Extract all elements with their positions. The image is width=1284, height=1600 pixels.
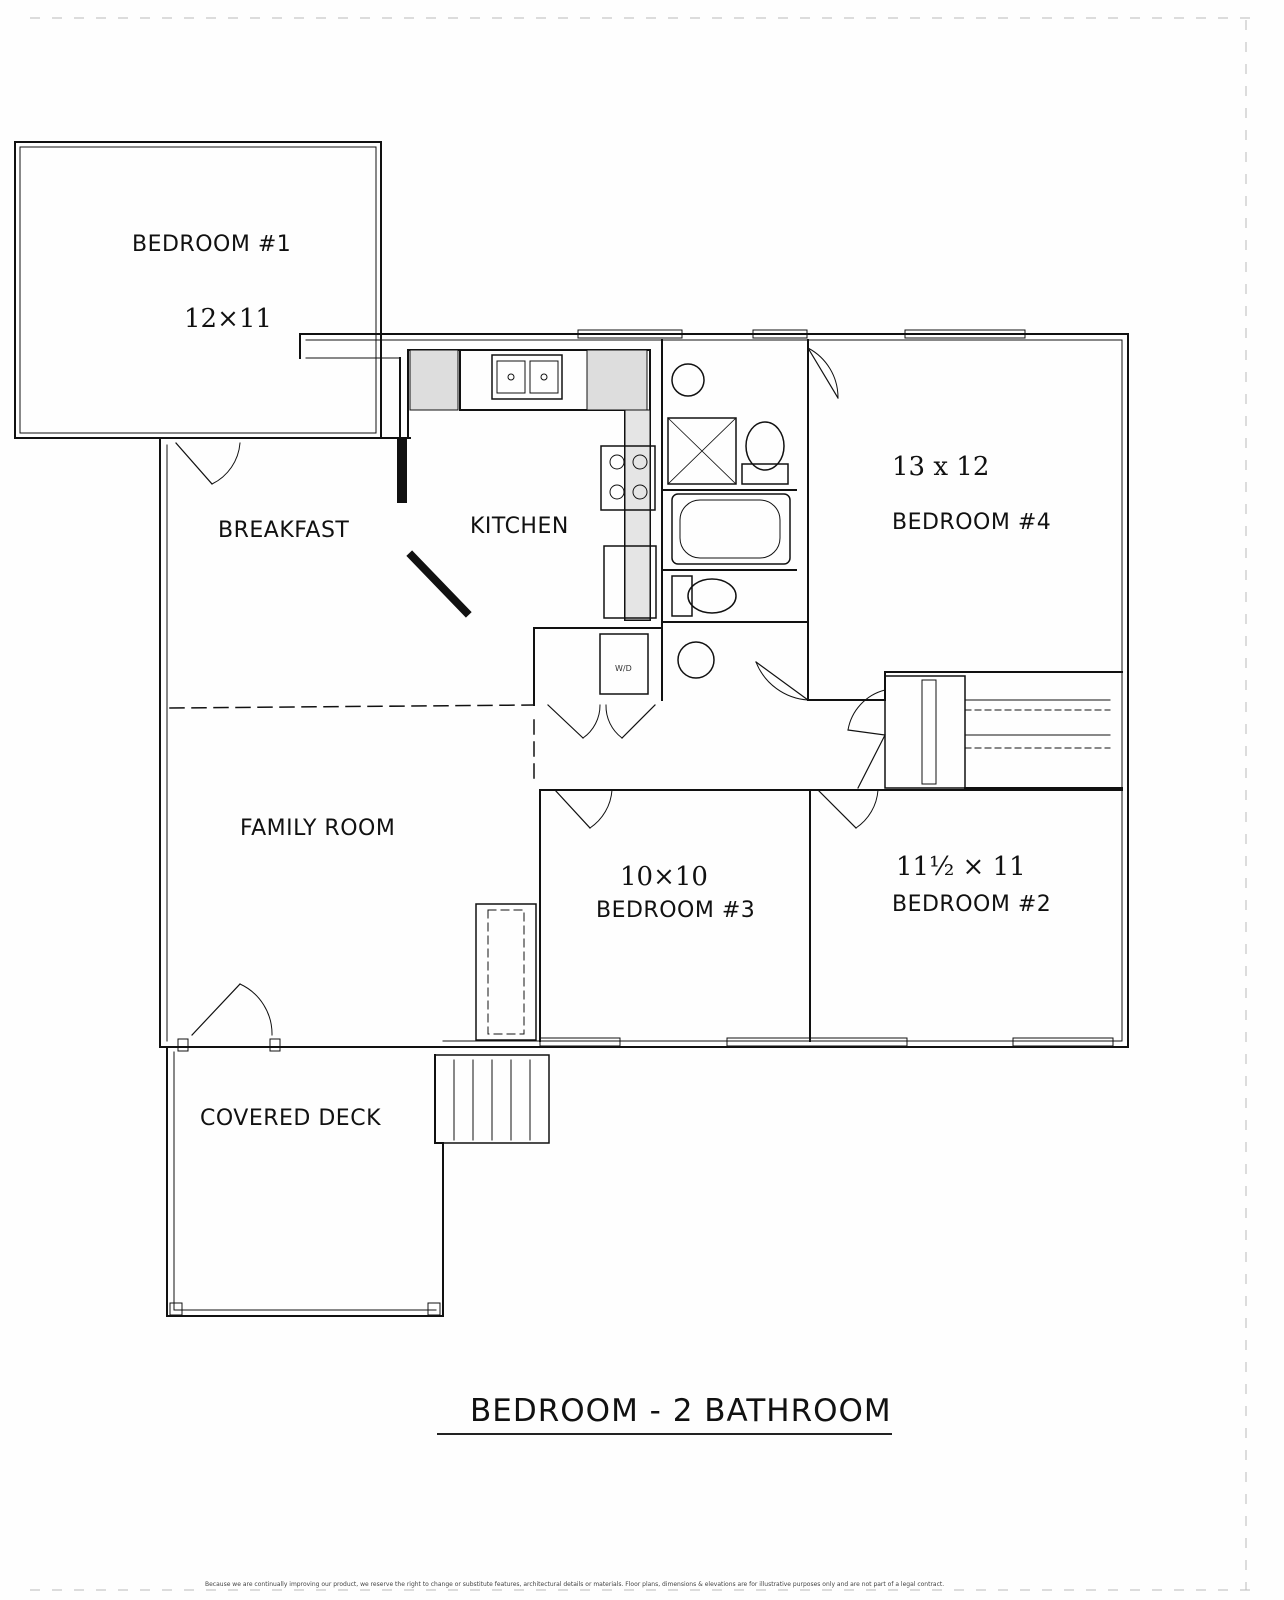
breakfast-label: BREAKFAST (218, 518, 350, 543)
linen-closet (475, 903, 537, 1041)
bedroom3-label: BEDROOM #3 (596, 898, 756, 923)
windows-top (577, 329, 1026, 339)
laundry-closet (533, 627, 663, 739)
kitchen-label: KITCHEN (470, 514, 569, 539)
exterior-doors (175, 442, 281, 1052)
bedroom3-size: 10×10 (620, 862, 708, 892)
kitchen-island-marks (169, 439, 535, 786)
page-edge-marks (30, 17, 1250, 1591)
bedroom2-size: 11½ × 11 (896, 852, 1026, 882)
bedroom1-size: 12×11 (184, 304, 272, 334)
disclaimer-text: Because we are continually improving our… (205, 1581, 945, 1588)
kitchen-counters (407, 349, 657, 621)
deck-steps (434, 1054, 550, 1144)
windows-bottom (539, 1037, 1114, 1047)
exterior-walls (159, 333, 1129, 1048)
hall-closets (847, 675, 1123, 789)
plan-title: BEDROOM - 2 BATHROOM (470, 1393, 892, 1429)
bathrooms (661, 339, 839, 701)
bedroom1-label: BEDROOM #1 (132, 232, 292, 257)
title-underline (437, 1433, 892, 1435)
covered-deck-label: COVERED DECK (200, 1106, 381, 1131)
bedroom2-walls (809, 789, 1123, 829)
bedroom4-size: 13 x 12 (892, 452, 990, 482)
family-room-label: FAMILY ROOM (240, 816, 396, 841)
bedroom1-walls (14, 141, 382, 439)
bedroom4-label: BEDROOM #4 (892, 510, 1052, 535)
washer-dryer-label: W/D (615, 664, 632, 673)
bedroom2-label: BEDROOM #2 (892, 892, 1052, 917)
covered-deck (166, 1046, 444, 1317)
